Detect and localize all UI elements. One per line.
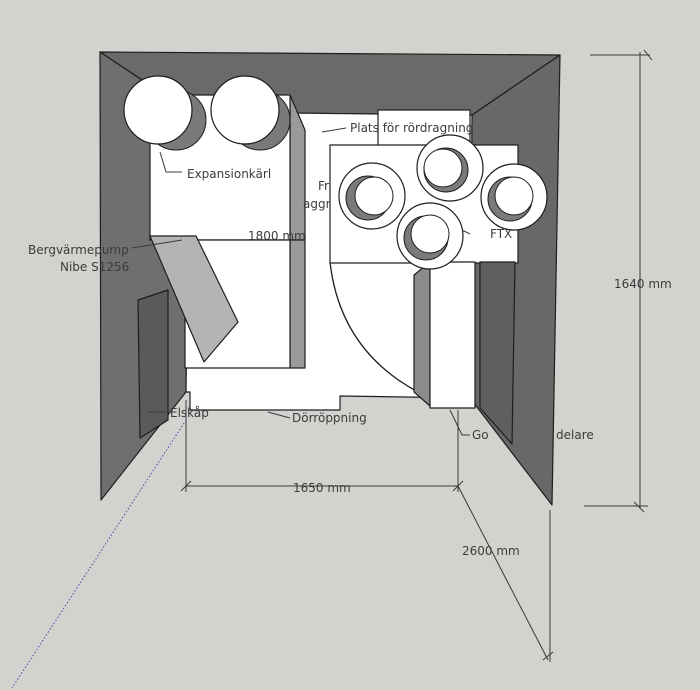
duct-1-hole <box>354 176 394 216</box>
dim-depth-line <box>457 485 549 661</box>
label-aggr-partial: aggr <box>303 197 331 211</box>
dim-width-slash-left <box>180 480 192 492</box>
dim-height-slash-top <box>643 49 653 61</box>
electrical-cabinet <box>137 289 169 439</box>
expansion-tank-2 <box>210 75 280 145</box>
label-dim-1800: 1800 mm <box>248 229 306 243</box>
label-dorroppning: Dörröppning <box>292 411 367 425</box>
dotted-guide-line <box>11 419 187 689</box>
duct-4-hole <box>410 214 450 254</box>
leader-expansion <box>159 151 182 173</box>
dim-depth-label: 2600 mm <box>462 544 520 558</box>
duct-2-hole <box>423 148 463 188</box>
label-golv-partial-2: delare <box>556 428 594 442</box>
expansion-tank-1 <box>123 75 193 145</box>
label-bergvarmepump-1: Bergvärmepump <box>28 243 129 257</box>
heat-pump-door-panel <box>149 235 239 363</box>
label-fr-partial: Fr <box>318 179 329 193</box>
leader-floor-distributor <box>449 409 470 436</box>
label-bergvarmepump-2: Nibe S1256 <box>60 260 129 274</box>
dim-width-label: 1650 mm <box>293 481 351 495</box>
label-expansionskarl: Expansionkärl <box>187 167 271 181</box>
leader-ftx <box>461 229 471 235</box>
door-swing-arc <box>329 261 419 393</box>
dim-depth-slash <box>542 651 554 661</box>
dim-height-slash-bottom <box>633 501 645 513</box>
duct-3-hole <box>494 176 534 216</box>
floor-distributor-panel <box>479 261 516 445</box>
floor-distributor-box <box>429 261 476 409</box>
heat-pump-box-side <box>289 239 306 369</box>
label-elskap: Elskåp <box>170 406 209 420</box>
leader-rordragning <box>321 127 347 133</box>
label-ftx-partial: FTX <box>490 227 512 241</box>
label-golv-partial-1: Go <box>472 428 489 442</box>
leader-door <box>267 411 291 419</box>
dim-height-label: 1640 mm <box>614 277 672 291</box>
floor-distributor-side <box>413 261 431 407</box>
leader-heatpump <box>131 239 183 249</box>
label-plats-rordragning: Plats för rördragning <box>350 121 473 135</box>
